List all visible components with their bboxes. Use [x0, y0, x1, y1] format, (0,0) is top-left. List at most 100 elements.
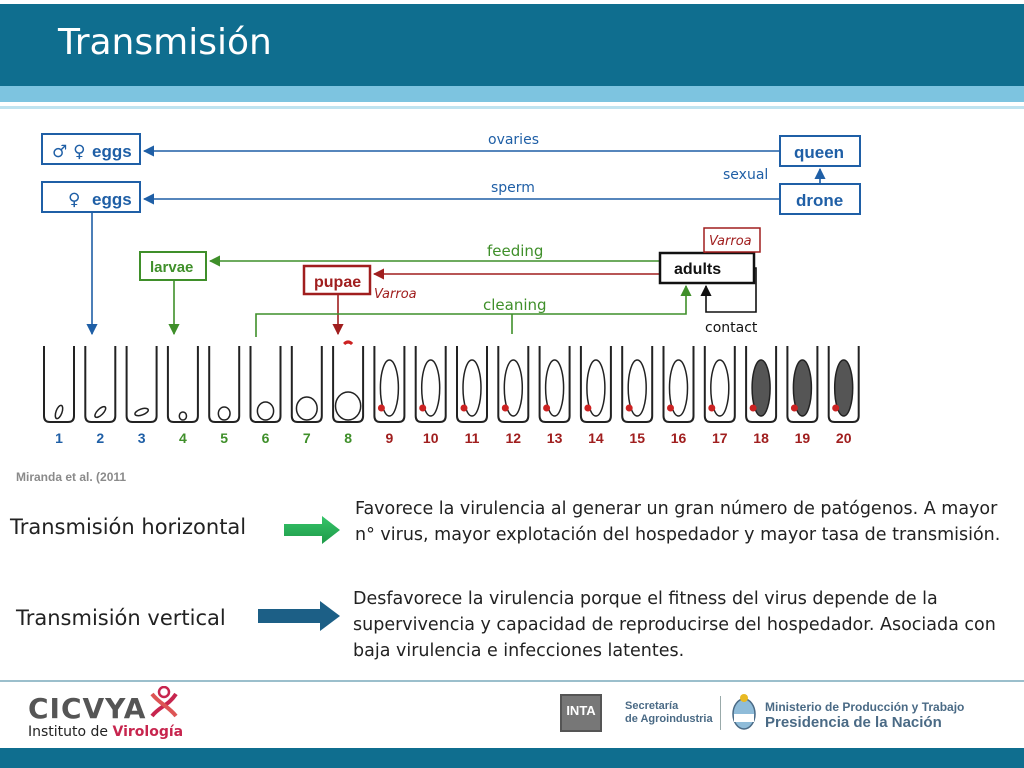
- box-pupae: pupae: [304, 266, 370, 294]
- stage-number-6: 6: [262, 430, 270, 446]
- varroa-label: Varroa: [374, 287, 417, 302]
- brood-cell-10: [416, 346, 446, 422]
- horizontal-label: Transmisión horizontal: [10, 515, 246, 539]
- stage-number-5: 5: [220, 430, 228, 446]
- brood-cell-18: [746, 346, 776, 422]
- vertical-description: Desfavorece la virulencia porque el fitn…: [353, 586, 1017, 664]
- stage-number-11: 11: [465, 430, 480, 446]
- box-eggs-male-female: ♂ ♀ eggs: [42, 134, 140, 164]
- varroa-mite-icon: [667, 405, 674, 412]
- varroa-mite-icon: [626, 405, 633, 412]
- stage-number-8: 8: [344, 430, 352, 446]
- horizontal-description: Favorece la virulencia al generar un gra…: [355, 496, 1015, 548]
- national-seal-icon: [730, 692, 758, 732]
- box-queen: queen: [780, 136, 860, 166]
- slide-title: Transmisión: [58, 22, 272, 63]
- brood-cell-2: [85, 346, 115, 422]
- stage-number-18: 18: [753, 430, 769, 446]
- varroa-mite-icon: [543, 405, 550, 412]
- instituto-label: Instituto de Virología: [28, 724, 183, 740]
- brood-cell-9: [374, 346, 404, 422]
- brood-cell-7: [292, 346, 322, 422]
- stage-number-19: 19: [795, 430, 811, 446]
- cicvya-logo: CICVYA: [28, 692, 146, 725]
- feeding-label: feeding: [487, 242, 543, 260]
- brood-cell-6: [251, 346, 281, 422]
- stage-number-12: 12: [506, 430, 522, 446]
- ovaries-label: ovaries: [488, 132, 539, 148]
- box-drone: drone: [780, 184, 860, 214]
- footer-bar: [0, 748, 1024, 768]
- stage-number-13: 13: [547, 430, 563, 446]
- brood-cell-5: [209, 346, 239, 422]
- female-symbol: ♀: [68, 190, 80, 210]
- stage-number-4: 4: [179, 430, 187, 446]
- vertical-label: Transmisión vertical: [16, 606, 226, 630]
- svg-text:Varroa: Varroa: [709, 234, 752, 249]
- brood-cell-16: [664, 346, 694, 422]
- title-bar: Transmisión: [0, 4, 1024, 86]
- stage-number-17: 17: [712, 430, 728, 446]
- box-larvae: larvae: [140, 252, 206, 280]
- sperm-label: sperm: [491, 180, 535, 196]
- brood-cells: [44, 342, 859, 422]
- stage-number-1: 1: [55, 430, 63, 446]
- box-eggs-female: ♀ eggs: [42, 182, 140, 212]
- stage-number-3: 3: [138, 430, 146, 446]
- varroa-mite-icon: [791, 405, 798, 412]
- header-stripe: [0, 86, 1024, 102]
- brood-cell-20: [829, 346, 859, 422]
- varroa-mite-icon: [344, 342, 352, 344]
- eggs-label-1: eggs: [92, 142, 132, 161]
- contact-label: contact: [705, 320, 758, 336]
- varroa-mite-icon: [502, 405, 509, 412]
- stage-number-15: 15: [629, 430, 645, 446]
- brood-cell-19: [787, 346, 817, 422]
- stage-number-10: 10: [423, 430, 439, 446]
- brood-cell-4: [168, 346, 198, 422]
- varroa-mite-icon: [419, 405, 426, 412]
- box-varroa: Varroa: [704, 228, 760, 252]
- varroa-mite-icon: [708, 405, 715, 412]
- svg-text:queen: queen: [794, 143, 844, 162]
- brood-cell-1: [44, 346, 74, 422]
- stage-number-2: 2: [96, 430, 104, 446]
- stage-number-14: 14: [588, 430, 604, 446]
- brood-cell-15: [622, 346, 652, 422]
- presidencia-label: Presidencia de la Nación: [765, 714, 942, 731]
- brood-cell-12: [498, 346, 528, 422]
- vertical-arrow: [256, 600, 342, 632]
- brood-cell-8: [333, 342, 363, 422]
- footer-divider: [0, 680, 1024, 682]
- brood-cell-13: [540, 346, 570, 422]
- svg-text:adults: adults: [674, 261, 721, 278]
- dna-icon: [146, 686, 182, 722]
- citation: Miranda et al. (2011: [16, 470, 126, 484]
- bee-transmission-diagram: ♂ ♀ eggs ♀ eggs queen drone ovaries sper…: [0, 112, 1024, 457]
- brood-cell-11: [457, 346, 487, 422]
- male-female-symbol: ♂ ♀: [52, 142, 86, 162]
- svg-text:drone: drone: [796, 191, 843, 210]
- varroa-mite-icon: [584, 405, 591, 412]
- box-adults: adults: [660, 253, 754, 283]
- ministerio-label: Ministerio de Producción y Trabajo: [765, 700, 964, 714]
- stage-number-20: 20: [836, 430, 852, 446]
- svg-text:pupae: pupae: [314, 274, 361, 291]
- svg-text:larvae: larvae: [150, 259, 193, 276]
- horizontal-arrow: [282, 514, 342, 546]
- cleaning-label: cleaning: [483, 296, 547, 314]
- varroa-mite-icon: [461, 405, 468, 412]
- varroa-mite-icon: [378, 405, 385, 412]
- brood-cell-3: [127, 346, 157, 422]
- footer-separator: [720, 696, 721, 730]
- brood-cell-17: [705, 346, 735, 422]
- inta-logo: INTA: [560, 694, 602, 732]
- varroa-mite-icon: [750, 405, 757, 412]
- header-stripe-thin: [0, 106, 1024, 109]
- eggs-label-2: eggs: [92, 190, 132, 209]
- sexual-label: sexual: [723, 167, 768, 183]
- stage-number-9: 9: [386, 430, 394, 446]
- stage-number-7: 7: [303, 430, 311, 446]
